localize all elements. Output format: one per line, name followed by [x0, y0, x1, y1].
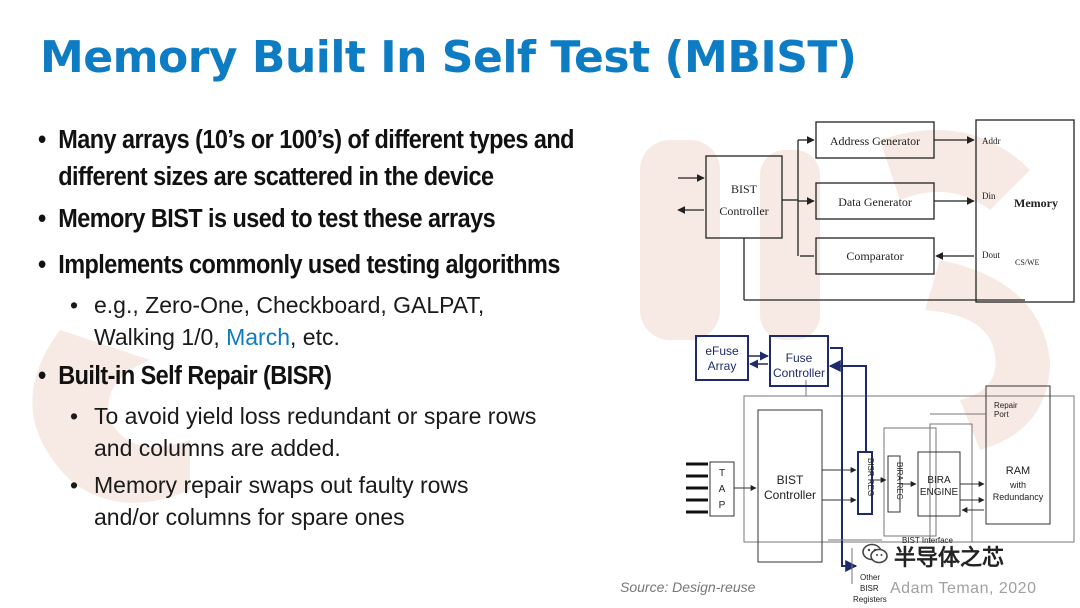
mbist-block-diagram — [677, 119, 1075, 303]
sub-bullet-line: , etc. — [290, 324, 340, 350]
sub-bullet-algorithms: • e.g., Zero-One, Checkboard, GALPAT, Wa… — [70, 292, 485, 350]
other-bisr-label: Registers — [853, 595, 887, 604]
bira-reg-label: BIRA REG — [895, 462, 904, 500]
memory-label: Memory — [1014, 196, 1058, 210]
march-highlight: March — [226, 324, 290, 350]
port-addr-label: Addr — [982, 136, 1001, 146]
other-bisr-label: BISR — [860, 584, 879, 593]
bullet-line: different sizes are scattered in the dev… — [58, 163, 494, 191]
comparator-label: Comparator — [846, 249, 903, 263]
sub-bullet-line: and columns are added. — [94, 435, 341, 461]
bist-interface-label: BIST Interface — [902, 536, 954, 545]
tap-label: P — [719, 500, 726, 511]
bira-engine-label: BIRA — [927, 475, 951, 486]
ram-label: Redundancy — [993, 492, 1044, 502]
slide-title: Memory Built In Self Test (MBIST) — [40, 32, 857, 83]
source-credit: Source: Design-reuse — [620, 579, 756, 595]
efuse-array-label: Array — [708, 359, 737, 373]
bottom-bist-controller-box — [757, 409, 823, 563]
sub-bullet-line: and/or columns for spare ones — [94, 504, 405, 530]
bist-controller-box — [705, 155, 783, 239]
bullet-algorithms: Implements commonly used testing algorit… — [38, 247, 684, 284]
memory-box — [975, 119, 1075, 303]
bottom-bist-controller-label: Controller — [764, 488, 816, 502]
bullet-list: Many arrays (10’s or 100’s) of different… — [38, 122, 668, 533]
bullet-bisr: Built-in Self Repair (BISR) — [38, 358, 684, 395]
port-cswe-label: CS/WE — [1015, 258, 1040, 267]
fuse-controller-label: Controller — [773, 366, 825, 380]
sub-bullet-yield: • To avoid yield loss redundant or spare… — [70, 403, 537, 461]
bottom-bist-controller-label: BIST — [777, 473, 804, 487]
bullet-arrays: Many arrays (10’s or 100’s) of different… — [38, 122, 684, 196]
bullet-line: Built-in Self Repair (BISR) — [58, 362, 332, 390]
fuse-controller-box — [769, 335, 829, 387]
repair-port-label: Repair — [994, 401, 1018, 410]
sub-bullet-line: Memory repair swaps out faulty rows — [94, 472, 469, 498]
bist-controller-label: BIST — [731, 182, 758, 196]
tap-label: A — [719, 484, 726, 495]
ram-label: RAM — [1006, 465, 1030, 477]
author-credit: Adam Teman, 2020 — [890, 580, 1037, 597]
efuse-array-box — [695, 335, 749, 381]
bist-controller-label: Controller — [719, 204, 768, 218]
ram-box — [985, 385, 1051, 525]
address-generator-label: Address Generator — [830, 134, 920, 148]
sub-bullet-line: To avoid yield loss redundant or spare r… — [94, 403, 537, 429]
bullet-line: Memory BIST is used to test these arrays — [58, 205, 496, 233]
tap-label: T — [719, 468, 725, 479]
port-din-label: Din — [982, 191, 996, 201]
bullet-line: Implements commonly used testing algorit… — [58, 251, 560, 279]
other-bisr-label: Other — [860, 573, 880, 582]
wechat-icon — [862, 543, 888, 570]
wechat-watermark: 半导体之芯 — [862, 540, 1004, 572]
sub-bullet-repair: • Memory repair swaps out faulty rows an… — [70, 472, 469, 530]
bullet-memory-bist: Memory BIST is used to test these arrays — [38, 201, 684, 238]
ram-label: with — [1009, 480, 1026, 490]
comparator-box — [815, 237, 935, 275]
wechat-account-name: 半导体之芯 — [894, 546, 1005, 571]
sub-bullet-line: Walking 1/0, — [94, 324, 227, 350]
bisr-block-diagram — [686, 335, 1075, 584]
repair-port-label: Port — [994, 410, 1009, 419]
fuse-controller-label: Fuse — [786, 351, 813, 365]
port-dout-label: Dout — [982, 250, 1000, 260]
sub-bullet-line: e.g., Zero-One, Checkboard, GALPAT, — [94, 292, 485, 318]
bisr-reg-label: BISR REG — [866, 458, 875, 496]
data-generator-label: Data Generator — [838, 195, 912, 209]
efuse-array-label: eFuse — [705, 344, 739, 358]
bira-engine-label: ENGINE — [920, 487, 959, 498]
bullet-line: Many arrays (10’s or 100’s) of different… — [58, 126, 574, 154]
tap-box — [709, 461, 735, 517]
